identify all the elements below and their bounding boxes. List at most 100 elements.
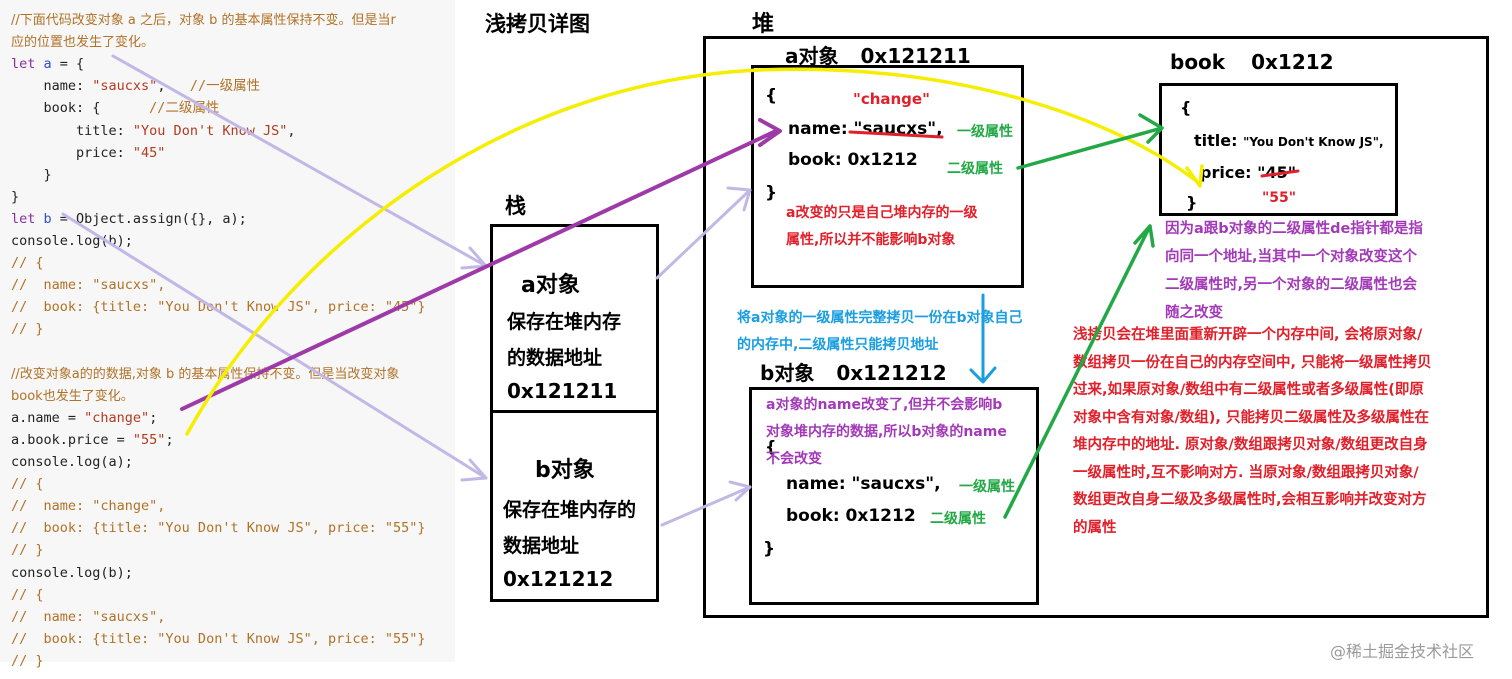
code-token: // book: {title: "You Don't Know JS", pr…: [11, 630, 426, 647]
heap-a-box: [751, 65, 1024, 288]
code-token: // }: [11, 321, 44, 338]
heap-b-note-3: 不会改变: [766, 451, 822, 467]
code-line: // {: [11, 253, 44, 273]
pointer-note-line: 因为a跟b对象的二级属性de指针都是指: [1165, 221, 1423, 237]
code-token: title:: [11, 122, 133, 139]
code-line: // book: {title: "You Don't Know JS", pr…: [11, 629, 426, 649]
pointer-note-line: 向同一个地址,当其中一个对象改变这个: [1165, 249, 1418, 265]
stack-divider: [493, 410, 656, 413]
code-token: // {: [11, 255, 44, 272]
heap-a-tag-level1: 一级属性: [957, 124, 1013, 140]
copy-note-2: 的内存中,二级属性只能拷贝地址: [737, 337, 939, 353]
summary-line: 的属性: [1073, 519, 1117, 536]
code-line: title: "You Don't Know JS",: [11, 121, 296, 141]
code-line: a.name = "change";: [11, 408, 157, 428]
heap-a-note-1: a改变的只是自己堆内存的一级: [786, 205, 978, 221]
code-token: // {: [11, 586, 44, 603]
code-line: // book: {title: "You Don't Know JS", pr…: [11, 518, 426, 538]
heap-a-book-line: book: 0x1212: [788, 150, 918, 170]
yellow-arrow-head: [1185, 164, 1204, 188]
heap-b-close-brace: }: [763, 539, 776, 559]
code-token: // book: {title: "You Don't Know JS", pr…: [11, 520, 426, 537]
pointer-note-line: 二级属性时,另一个对象的二级属性也会: [1165, 277, 1418, 293]
lavender-arrow-b-code-to-stack: [61, 212, 488, 482]
code-token: a.name =: [11, 409, 85, 426]
code-token: price:: [11, 144, 133, 161]
code-token: = Object.assign({}, a);: [51, 210, 247, 227]
code-token: let: [11, 210, 44, 227]
code-token: book: {: [11, 100, 150, 117]
heap-a-tag-level2: 二级属性: [947, 161, 1003, 177]
code-line: console.log(b);: [11, 563, 133, 583]
code-token: // name: "saucxs",: [11, 608, 166, 625]
code-line: // name: "saucxs",: [11, 275, 165, 295]
code-token: name:: [11, 78, 93, 95]
code-line: // }: [11, 651, 44, 671]
code-token: b: [43, 210, 52, 227]
blue-copy-arrow: [969, 293, 997, 384]
code-line: }: [11, 187, 19, 207]
strike-45: [1260, 169, 1300, 178]
stack-a-line1: 保存在堆内存: [507, 311, 622, 333]
pointer-note-line: 随之改变: [1165, 305, 1223, 321]
code-token: ;: [165, 431, 174, 448]
lavender-arrow-stack-a-to-heap: [655, 186, 752, 280]
code-token: // }: [11, 652, 44, 669]
heap-book-close-brace: }: [1186, 193, 1198, 212]
code-line: // {: [11, 474, 44, 494]
stack-b-address: 0x121212: [503, 567, 614, 591]
code-line: let a = {: [11, 54, 84, 74]
code-token: //改变对象a的的数据,对象 b 的基本属性保持不变。但是当改变对象: [11, 366, 400, 382]
code-line: price: "45": [11, 143, 165, 163]
code-token: a: [43, 56, 52, 73]
summary-line: 过来,如果原对象/数组中有二级属性或者多级属性(即原: [1073, 382, 1424, 398]
purple-arrow-name-change: [180, 118, 782, 411]
code-token: //一级属性: [189, 78, 261, 95]
heap-b-address: 0x121212: [836, 361, 947, 385]
code-line: //下面代码改变对象 a 之后，对象 b 的基本属性保持不变。但是当r: [11, 10, 396, 31]
heap-b-tag-level2: 二级属性: [930, 511, 986, 527]
heap-book-title-value: "You Don't Know JS",: [1243, 135, 1384, 149]
code-line: // name: "change",: [11, 496, 165, 516]
heap-b-note-1: a对象的name改变了,但并不会影响b: [766, 397, 1003, 413]
code-line: console.log(a);: [11, 452, 133, 472]
heap-book-name: book: [1170, 50, 1226, 74]
yellow-arrow-price-change: [185, 67, 1202, 436]
summary-line: 数组拷贝一份在自己的内存空间中, 只能将一级属性拷贝: [1073, 354, 1432, 371]
heap-a-address: 0x121211: [860, 44, 971, 68]
code-token: "saucxs": [92, 78, 158, 95]
lavender-arrow-a-code-to-stack: [111, 54, 488, 270]
heap-a-label: a对象 0x121211: [785, 40, 971, 69]
heap-book-title-key: title:: [1194, 131, 1238, 150]
heap-book-box: [1159, 83, 1398, 216]
green-arrow-b-book: [1003, 224, 1155, 519]
code-line: // }: [11, 540, 44, 560]
code-token: }: [11, 188, 20, 205]
heap-book-changed-price: "55": [1262, 190, 1297, 206]
code-token: "change": [84, 409, 150, 426]
summary-line: 一级属性时,互不影响对方. 当原对象/数组跟拷贝对象/: [1073, 464, 1419, 481]
heap-book-open-brace: {: [1180, 98, 1192, 117]
code-line: // {: [11, 585, 44, 605]
stack-label: 栈: [505, 194, 526, 218]
heap-box: [703, 36, 1489, 618]
code-line: //改变对象a的的数据,对象 b 的基本属性保持不变。但是当改变对象: [11, 364, 399, 385]
heap-a-open-brace: {: [765, 86, 778, 106]
stack-b-name: b对象: [535, 458, 595, 483]
heap-book-title-line: title: "You Don't Know JS",: [1194, 131, 1384, 150]
heap-a-name: a对象: [785, 44, 839, 68]
code-token: // name: "change",: [11, 498, 166, 515]
code-token: // }: [11, 542, 44, 559]
heap-b-book-line: book: 0x1212: [786, 506, 916, 526]
stack-b-line1: 保存在堆内存的: [503, 499, 637, 521]
code-token: "You Don't Know JS": [132, 122, 288, 139]
stack-box: a对象 保存在堆内存 的数据地址 0x121211 b对象 保存在堆内存的 数据…: [490, 224, 659, 602]
heap-b-open-brace: {: [765, 437, 777, 456]
code-line: name: "saucxs", //一级属性: [11, 76, 261, 96]
heap-b-tag-level1: 一级属性: [959, 479, 1015, 495]
code-token: ,: [287, 122, 296, 139]
